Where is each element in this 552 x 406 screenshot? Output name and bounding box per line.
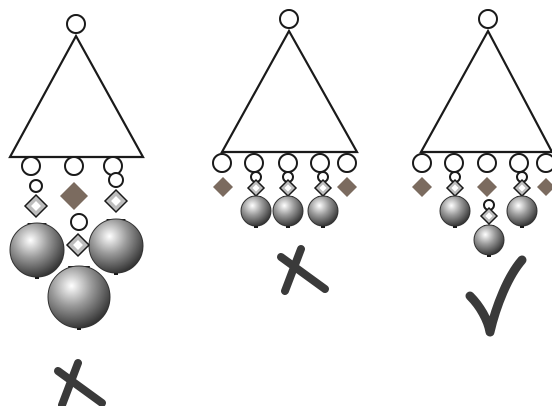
- ball-weight: [88, 218, 144, 274]
- diamond-weight: [537, 178, 552, 196]
- diamond-highlight: [451, 184, 459, 192]
- ring: [278, 153, 298, 173]
- diamond-weight: [477, 177, 497, 197]
- ring: [103, 156, 123, 176]
- ball-weight: [473, 224, 505, 256]
- mobile-middle: [212, 9, 359, 295]
- mobile-right: [412, 9, 552, 337]
- diamond-weight: [412, 177, 432, 197]
- diamond-highlight: [111, 196, 121, 206]
- hanger-triangle: [419, 28, 552, 154]
- diamond-highlight: [31, 201, 41, 211]
- cross-stroke-b: [281, 245, 305, 295]
- ball-weight: [439, 195, 471, 227]
- mobile-left: [8, 14, 145, 406]
- ball-weight: [307, 195, 339, 227]
- ring: [279, 9, 299, 29]
- ring: [244, 153, 264, 173]
- diamond-highlight: [284, 184, 292, 192]
- ball-weight: [272, 195, 304, 227]
- ring: [412, 153, 432, 173]
- diamond-highlight: [73, 240, 83, 250]
- ring: [29, 179, 43, 193]
- ring: [536, 153, 552, 173]
- hanger-triangle: [220, 28, 359, 154]
- ring: [21, 156, 41, 176]
- ring: [509, 153, 529, 173]
- diamond-weight: [213, 177, 233, 197]
- ball-weight: [506, 195, 538, 227]
- cross-stroke-a: [277, 253, 329, 293]
- ball-weight: [240, 195, 272, 227]
- ring: [310, 153, 330, 173]
- ring: [70, 213, 88, 231]
- ball-weight: [47, 265, 111, 329]
- check-stroke: [465, 255, 527, 337]
- ring: [337, 153, 357, 173]
- diamond-highlight: [485, 212, 493, 220]
- diamond-highlight: [518, 184, 526, 192]
- ring: [64, 156, 84, 176]
- diamond-weight: [337, 177, 357, 197]
- cross-stroke-b: [58, 359, 82, 406]
- cross-stroke-a: [54, 367, 106, 406]
- hanger-triangle: [8, 33, 145, 159]
- ring: [66, 14, 86, 34]
- ring: [212, 153, 232, 173]
- ring: [444, 153, 464, 173]
- ring: [478, 9, 498, 29]
- ring: [108, 172, 124, 188]
- diamond-highlight: [319, 184, 327, 192]
- diamond-highlight: [252, 184, 260, 192]
- ball-weight: [9, 222, 65, 278]
- ring: [477, 153, 497, 173]
- diamond-weight: [60, 182, 88, 210]
